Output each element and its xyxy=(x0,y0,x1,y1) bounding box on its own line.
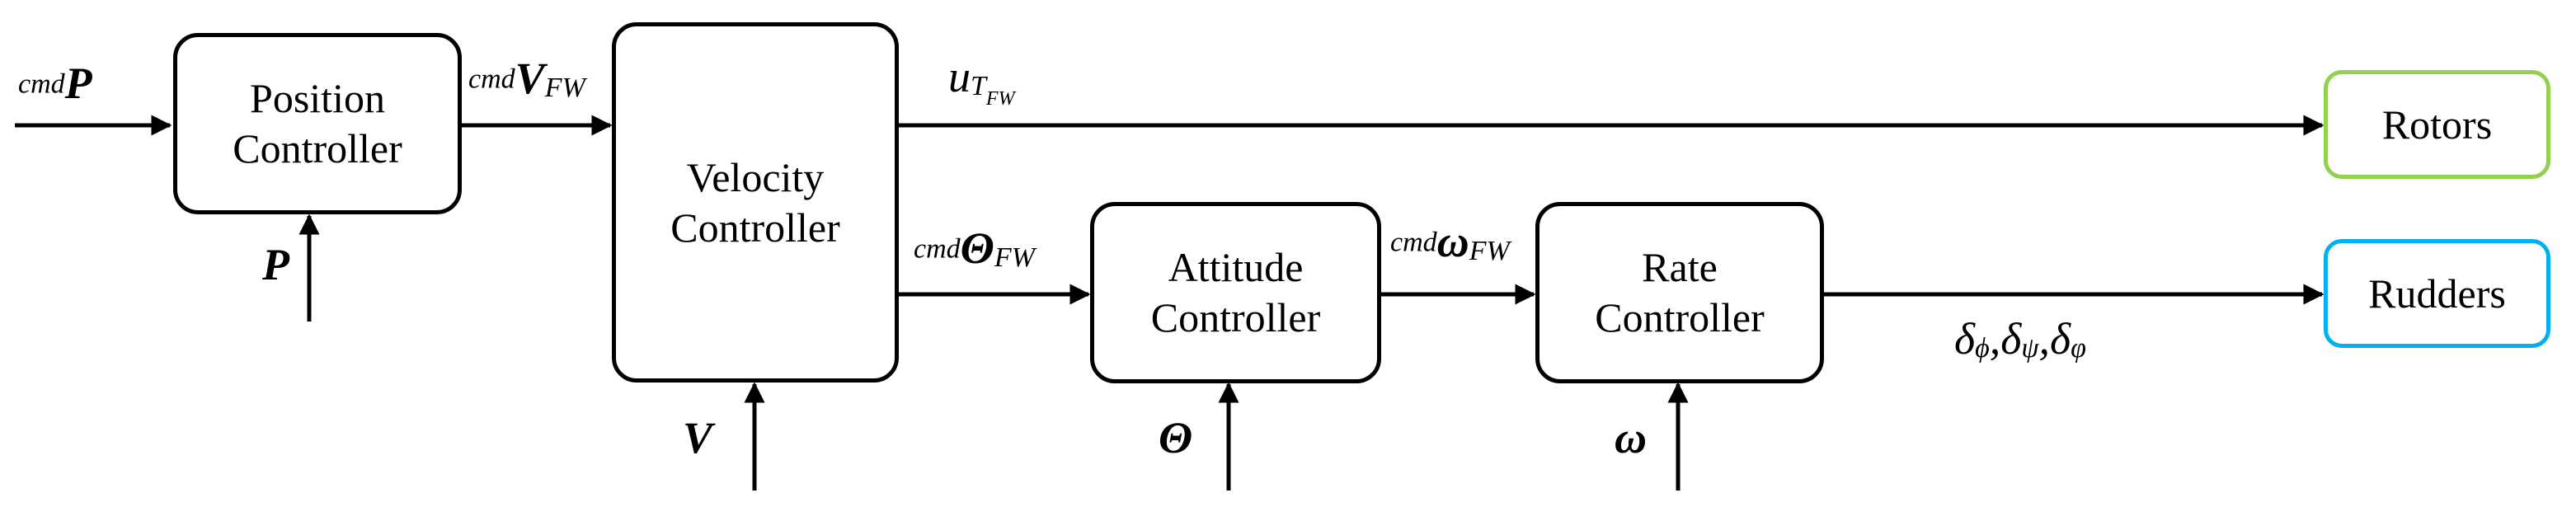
label-rudder-deflections: δϕ,δψ,δφ xyxy=(1954,314,2086,364)
velocity-controller-line2: Controller xyxy=(670,204,840,251)
velocity-controller-block: Velocity Controller xyxy=(612,22,899,383)
label-cmd-omega-fw: cmdωFW xyxy=(1390,217,1510,267)
label-feedback-omega: ω xyxy=(1615,413,1648,462)
label-u-t-fw: uTFW xyxy=(948,52,1015,110)
position-controller-line1: Position xyxy=(250,75,385,121)
velocity-controller-line1: Velocity xyxy=(686,153,825,200)
rate-controller-block: Rate Controller xyxy=(1535,202,1824,383)
rotors-block: Rotors xyxy=(2324,70,2550,179)
label-feedback-p: P xyxy=(262,240,289,289)
label-cmd-p: cmdP xyxy=(18,59,92,108)
rudders-block: Rudders xyxy=(2324,239,2550,348)
position-controller-block: Position Controller xyxy=(173,33,462,214)
attitude-controller-line2: Controller xyxy=(1150,294,1321,340)
rate-controller-line1: Rate xyxy=(1642,244,1718,290)
label-feedback-theta: Θ xyxy=(1159,413,1193,462)
label-cmd-theta-fw: cmdΘFW xyxy=(914,223,1035,274)
attitude-controller-block: Attitude Controller xyxy=(1090,202,1381,383)
label-feedback-v: V xyxy=(683,413,713,462)
attitude-controller-line1: Attitude xyxy=(1168,244,1304,290)
rate-controller-line2: Controller xyxy=(1595,294,1765,340)
rotors-label: Rotors xyxy=(2381,101,2493,148)
rudders-label: Rudders xyxy=(2368,270,2506,317)
position-controller-line2: Controller xyxy=(233,125,402,171)
label-cmd-v-fw: cmdVFW xyxy=(468,54,585,104)
